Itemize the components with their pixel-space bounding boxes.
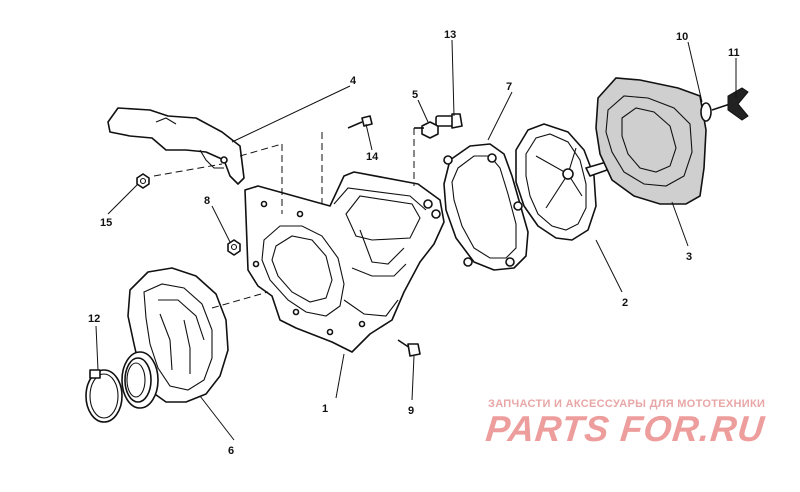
part-8-nut [227, 239, 241, 256]
part-9-screw [397, 339, 421, 357]
callout-labels: 1 2 3 4 5 6 7 8 9 10 11 12 13 14 15 [88, 29, 740, 457]
watermark-tagline: ЗАПЧАСТИ И АКСЕССУАРЫ ДЛЯ МОТОТЕХНИКИ [488, 398, 766, 410]
part-5-bolt [414, 121, 439, 139]
part-1-airbox-housing [244, 171, 445, 353]
part-15-nut [136, 173, 150, 189]
assembly-lines [153, 128, 415, 309]
callout-14: 14 [366, 151, 379, 163]
callout-5: 5 [412, 89, 418, 101]
part-13-bolt [435, 113, 463, 129]
callout-2: 2 [622, 297, 628, 309]
callout-6: 6 [228, 445, 234, 457]
part-14-screw [347, 115, 373, 129]
part-12-hose-clamp [85, 369, 123, 423]
part-2-filter-cage [515, 123, 625, 241]
callout-4: 4 [350, 75, 357, 87]
callout-11: 11 [728, 47, 740, 59]
callout-7: 7 [506, 81, 512, 93]
leader-lines [95, 39, 737, 441]
callout-9: 9 [408, 405, 414, 417]
callout-10: 10 [676, 31, 688, 43]
callout-12: 12 [88, 313, 100, 325]
callout-8: 8 [204, 195, 210, 207]
part-7-filter-frame [443, 143, 529, 271]
callout-15: 15 [100, 217, 112, 229]
part-6-intake-boot [121, 267, 229, 409]
part-11-wing-bolt [711, 87, 749, 121]
callout-3: 3 [686, 251, 692, 263]
part-3-foam-filter [595, 77, 707, 205]
watermark-logo: PARTS FOR.RU [483, 408, 767, 449]
callout-1: 1 [322, 403, 328, 415]
part-4-bracket-plate [107, 107, 245, 185]
callout-13: 13 [444, 29, 456, 41]
part-10-washer [700, 102, 712, 122]
